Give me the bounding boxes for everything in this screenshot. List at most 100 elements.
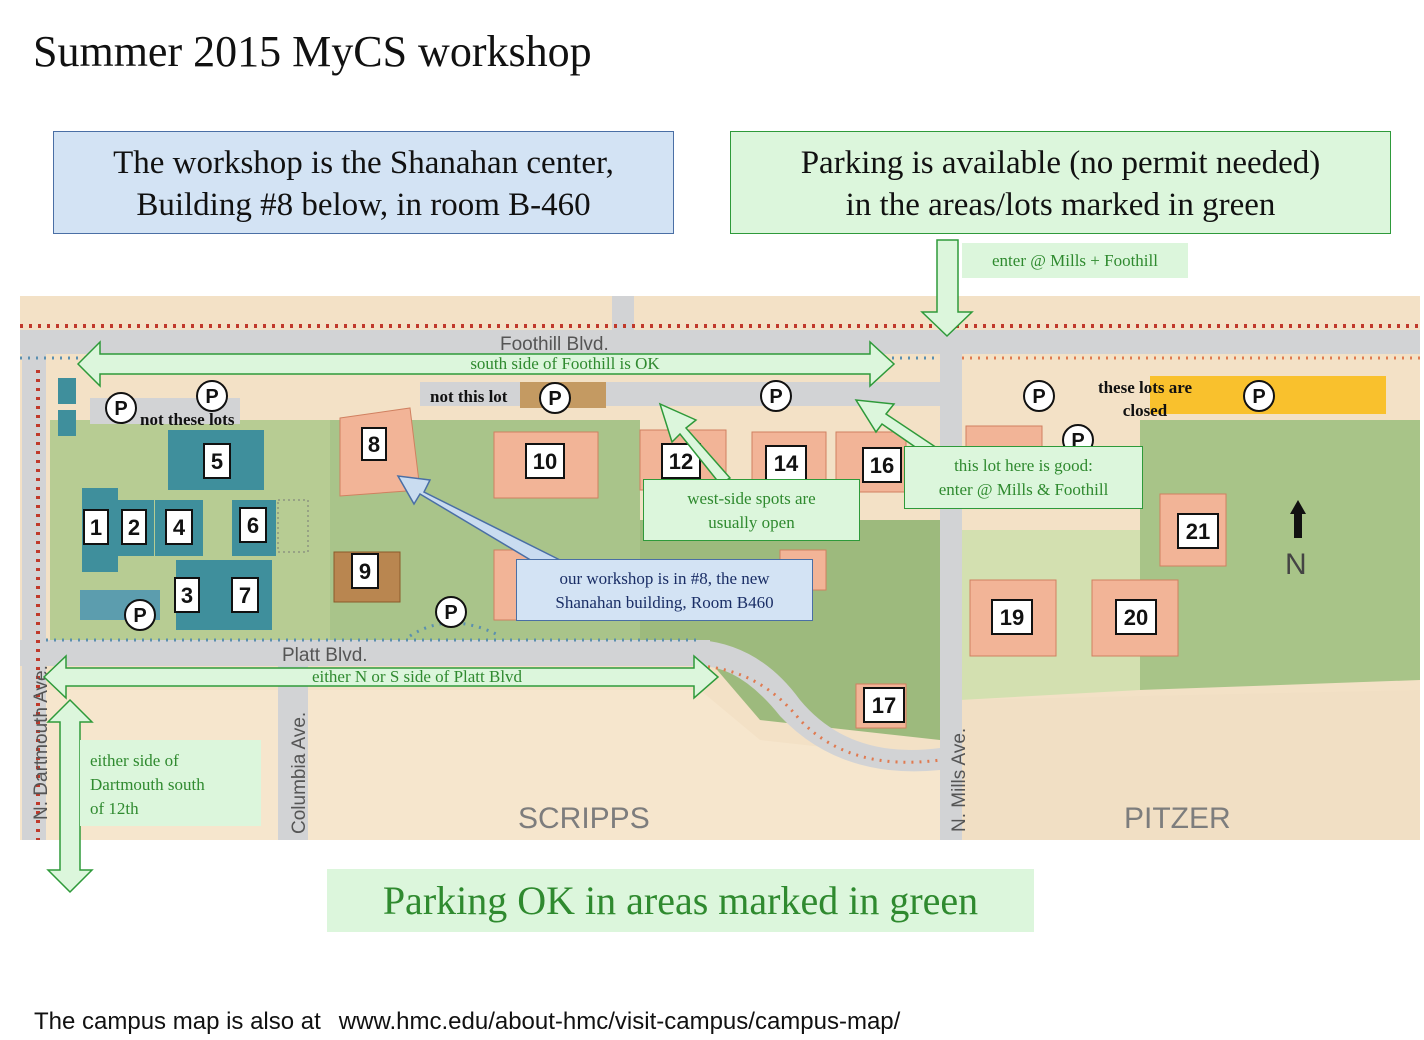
parking-icon: P	[105, 392, 137, 424]
pitzer-green	[1140, 420, 1420, 690]
enter-arrow-icon	[920, 239, 974, 338]
building-14-label: 14	[774, 451, 799, 476]
building-19-label: 19	[1000, 605, 1024, 630]
west-side-line-1: west-side spots are	[687, 489, 816, 508]
platt-double-arrow-icon	[42, 654, 720, 700]
dartmouth-street-label: N. Dartmouth Ave.	[31, 665, 52, 820]
parking-info-line-2: in the areas/lots marked in green	[845, 187, 1276, 223]
parking-icon: P	[1023, 380, 1055, 412]
south-foothill-note: south side of Foothill is OK	[470, 354, 660, 373]
dartmouth-double-arrow-icon	[46, 698, 94, 894]
columbia-street-label: Columbia Ave.	[289, 712, 310, 834]
footer-text: The campus map is also at	[34, 1008, 321, 1035]
building-16-label: 16	[870, 453, 894, 478]
dartmouth-line-1: either side of	[90, 751, 179, 770]
green-arrows	[42, 239, 974, 894]
building-16: 16	[862, 447, 902, 483]
mills-street-label: N. Mills Ave.	[949, 728, 970, 832]
dartmouth-line-3: of 12th	[90, 799, 139, 818]
page-title: Summer 2015 MyCS workshop	[33, 27, 592, 76]
pitzer-label: PITZER	[1124, 802, 1231, 835]
building-2-label: 2	[128, 515, 140, 540]
parking-icon: P	[539, 382, 571, 414]
svg-text:P: P	[548, 388, 561, 410]
workshop-location-line-2: Building #8 below, in room B-460	[136, 187, 591, 223]
campus-map-link[interactable]: www.hmc.edu/about-hmc/visit-campus/campu…	[338, 1008, 901, 1035]
parking-icon: P	[435, 596, 467, 628]
west-side-line-2: usually open	[708, 513, 795, 532]
parking-icon: P	[124, 599, 156, 631]
enter-mills-note: enter @ Mills + Foothill	[962, 243, 1188, 278]
workshop-room-note: our workshop is in #8, the new Shanahan …	[516, 559, 813, 621]
building-21: 21	[1177, 513, 1219, 549]
footer: The campus map is also at www.hmc.edu/abo…	[34, 1008, 900, 1036]
lots-closed-note: these lots are closed	[1078, 376, 1212, 422]
building-6-label: 6	[247, 513, 259, 538]
building-numbers: 1 2 3 4 5 6 7 8 9 10 12 14 16 17 19 20 2…	[83, 427, 1219, 723]
building-20: 20	[1115, 599, 1157, 635]
building-20-label: 20	[1124, 605, 1148, 630]
building-17: 17	[863, 687, 905, 723]
foothill-double-arrow-icon	[76, 340, 896, 388]
building-1-label: 1	[90, 515, 102, 540]
building-1: 1	[83, 509, 109, 545]
building-3: 3	[174, 577, 200, 613]
foothill-road	[20, 330, 1420, 354]
building-12-label: 12	[669, 449, 693, 474]
platt-street-label: Platt Blvd.	[282, 645, 368, 666]
west-side-note: west-side spots are usually open	[643, 479, 860, 541]
north-label: N	[1285, 548, 1307, 581]
parking-drive	[420, 382, 940, 406]
dartmouth-road	[22, 330, 46, 840]
west-side-arrow-icon	[658, 402, 732, 485]
building-14: 14	[765, 445, 807, 481]
lots-closed-line-2: closed	[1122, 401, 1168, 420]
parking-info-box: Parking is available (no permit needed) …	[730, 131, 1391, 234]
parking-ok-banner: Parking OK in areas marked in green	[327, 869, 1034, 932]
svg-text:P: P	[205, 386, 218, 408]
svg-text:P: P	[1032, 386, 1045, 408]
parking-info-line-1: Parking is available (no permit needed)	[800, 145, 1321, 181]
building-8: 8	[361, 427, 387, 461]
dartmouth-note: either side of Dartmouth south of 12th	[80, 740, 261, 826]
not-this-lot-note: not this lot	[430, 387, 508, 406]
parking-icon: P	[196, 380, 228, 412]
building-5: 5	[203, 443, 231, 479]
building-10-label: 10	[533, 449, 557, 474]
workshop-location-line-1: The workshop is the Shanahan center,	[113, 145, 614, 181]
svg-text:P: P	[114, 398, 127, 420]
dartmouth-line-2: Dartmouth south	[90, 775, 205, 794]
platt-sides-note: either N or S side of Platt Blvd	[311, 667, 523, 686]
workshop-room-line-1: our workshop is in #8, the new	[559, 569, 770, 588]
lot-good-line-1: this lot here is good:	[954, 456, 1093, 475]
north-connector	[612, 296, 634, 336]
building-12: 12	[661, 443, 701, 479]
lot-good-line-2: enter @ Mills & Foothill	[938, 480, 1109, 499]
workshop-room-line-2: Shanahan building, Room B460	[555, 593, 774, 612]
building-3-label: 3	[181, 583, 193, 608]
building-8-label: 8	[368, 432, 380, 457]
not-these-lots-note: not these lots	[140, 410, 235, 429]
building-4-label: 4	[173, 515, 186, 540]
building-9: 9	[351, 553, 379, 589]
lots-closed-line-1: these lots are	[1097, 378, 1193, 397]
north-arrow-icon	[1290, 500, 1306, 538]
platt-curve	[700, 640, 940, 772]
columbia-road	[278, 660, 308, 840]
building-5-label: 5	[211, 449, 223, 474]
building-7-label: 7	[239, 583, 251, 608]
foothill-street-label: Foothill Blvd.	[500, 334, 609, 355]
scripps-lot-dots	[409, 621, 501, 638]
building-4: 4	[165, 509, 193, 545]
parking-icon: P	[1243, 380, 1275, 412]
building-6: 6	[239, 507, 267, 543]
building-2: 2	[121, 509, 147, 545]
building-7: 7	[231, 577, 259, 613]
lot-good-note: this lot here is good: enter @ Mills & F…	[904, 446, 1143, 509]
building-19: 19	[991, 599, 1033, 635]
svg-text:P: P	[769, 386, 782, 408]
building-10: 10	[525, 443, 565, 479]
parking-icon: P	[760, 380, 792, 412]
building-9-label: 9	[359, 559, 371, 584]
svg-text:P: P	[133, 605, 146, 627]
